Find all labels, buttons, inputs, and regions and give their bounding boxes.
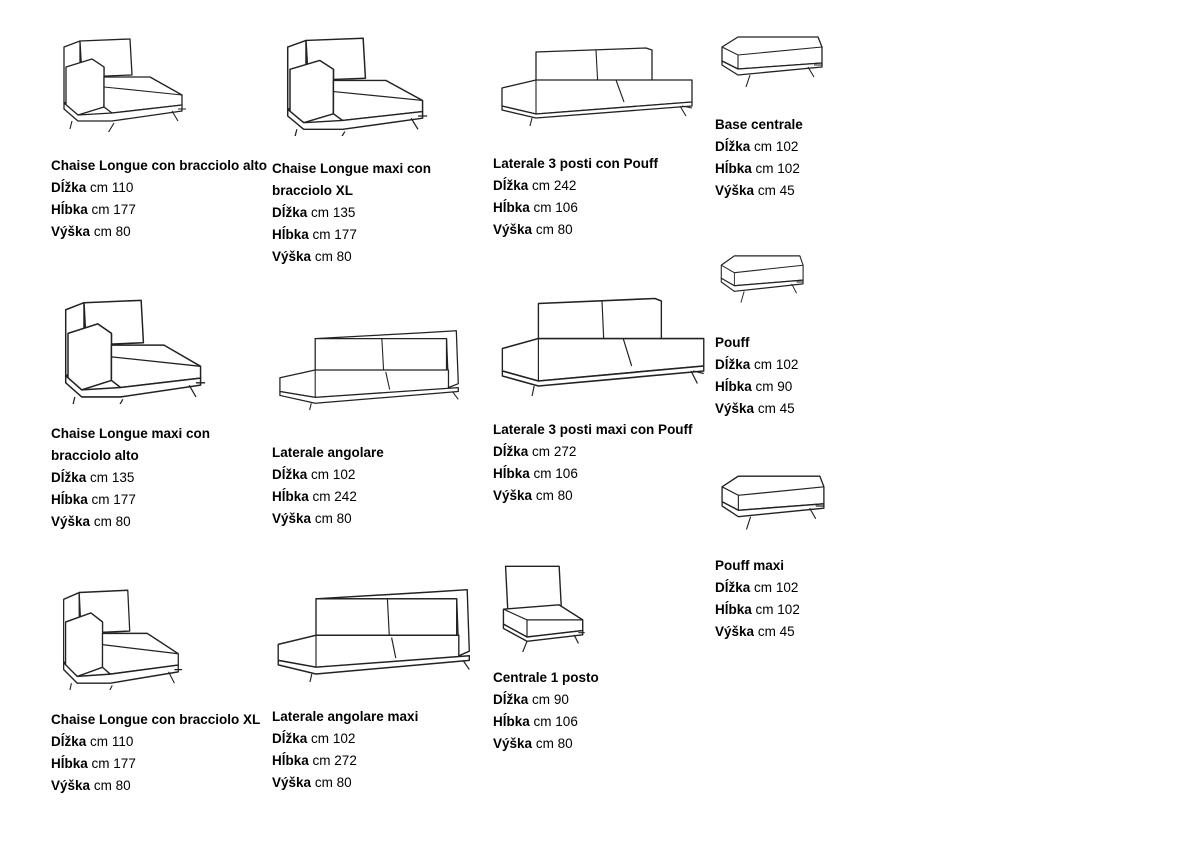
product-side-3-seat-pouf: Laterale 3 posti con Pouff Dĺžka cm 242 … (493, 153, 658, 241)
product-height: Výška cm 80 (272, 775, 352, 790)
product-length: Dĺžka cm 90 (493, 692, 569, 707)
product-length: Dĺžka cm 102 (715, 580, 799, 595)
pouf-icon (718, 254, 808, 310)
product-depth: Hĺbka cm 177 (51, 202, 136, 217)
central-1-seat-icon (498, 562, 586, 652)
product-chaise-longue-xl-arm: Chaise Longue con bracciolo XL Dĺžka cm … (51, 709, 260, 797)
product-name: Laterale 3 posti con Pouff (493, 156, 659, 171)
product-name: Base centrale (715, 117, 803, 132)
product-name-line2: bracciolo XL (272, 183, 354, 198)
product-name: Chaise Longue con bracciolo XL (51, 712, 261, 727)
product-height: Výška cm 80 (51, 778, 131, 793)
product-chaise-longue-maxi-high-arm: Chaise Longue maxi con bracciolo alto Dĺ… (51, 423, 210, 533)
product-depth: Hĺbka cm 90 (715, 379, 793, 394)
product-name: Chaise Longue maxi con (51, 426, 211, 441)
product-corner-side-maxi: Laterale angolare maxi Dĺžka cm 102 Hĺbk… (272, 706, 418, 794)
central-base-icon (718, 34, 828, 96)
product-height: Výška cm 45 (715, 183, 795, 198)
pouf-maxi-icon (718, 474, 830, 538)
product-central-base: Base centrale Dĺžka cm 102 Hĺbka cm 102 … (715, 114, 803, 202)
product-depth: Hĺbka cm 106 (493, 200, 578, 215)
corner-side-maxi-icon (274, 584, 484, 682)
product-central-1-seat: Centrale 1 posto Dĺžka cm 90 Hĺbka cm 10… (493, 667, 599, 755)
product-name: Laterale angolare (272, 445, 384, 460)
product-depth: Hĺbka cm 177 (51, 756, 136, 771)
product-length: Dĺžka cm 102 (715, 139, 799, 154)
product-height: Výška cm 80 (493, 488, 573, 503)
product-height: Výška cm 80 (493, 222, 573, 237)
product-name: Laterale angolare maxi (272, 709, 419, 724)
product-pouf-maxi: Pouff maxi Dĺžka cm 102 Hĺbka cm 102 Výš… (715, 555, 800, 643)
side-3-seat-maxi-pouf-icon (496, 296, 708, 396)
product-name: Centrale 1 posto (493, 670, 599, 685)
chaise-longue-high-arm-icon (52, 32, 192, 132)
product-depth: Hĺbka cm 177 (272, 227, 357, 242)
product-length: Dĺžka cm 110 (51, 734, 134, 749)
product-chaise-longue-high-arm: Chaise Longue con bracciolo alto Dĺžka c… (51, 155, 267, 243)
product-length: Dĺžka cm 135 (51, 470, 135, 485)
product-name: Pouff (715, 335, 750, 350)
product-length: Dĺžka cm 110 (51, 180, 134, 195)
product-depth: Hĺbka cm 106 (493, 466, 578, 481)
product-height: Výška cm 80 (51, 224, 131, 239)
corner-side-icon (276, 322, 472, 414)
product-length: Dĺžka cm 102 (272, 731, 356, 746)
product-length: Dĺžka cm 272 (493, 444, 577, 459)
product-height: Výška cm 80 (493, 736, 573, 751)
chaise-longue-maxi-high-arm-icon (52, 298, 212, 404)
chaise-longue-xl-arm-icon (52, 588, 188, 690)
product-side-3-seat-maxi-pouf: Laterale 3 posti maxi con Pouff Dĺžka cm… (493, 419, 693, 507)
product-name: Chaise Longue con bracciolo alto (51, 158, 268, 173)
product-depth: Hĺbka cm 102 (715, 161, 800, 176)
product-depth: Hĺbka cm 102 (715, 602, 800, 617)
product-name: Chaise Longue maxi con (272, 161, 432, 176)
product-chaise-longue-maxi-xl-arm: Chaise Longue maxi con bracciolo XL Dĺžk… (272, 158, 431, 268)
product-height: Výška cm 80 (272, 249, 352, 264)
product-name: Pouff maxi (715, 558, 785, 573)
product-name: Laterale 3 posti maxi con Pouff (493, 422, 693, 437)
product-length: Dĺžka cm 102 (272, 467, 356, 482)
product-height: Výška cm 45 (715, 401, 795, 416)
product-depth: Hĺbka cm 272 (272, 753, 357, 768)
product-depth: Hĺbka cm 242 (272, 489, 357, 504)
product-depth: Hĺbka cm 177 (51, 492, 136, 507)
product-pouf: Pouff Dĺžka cm 102 Hĺbka cm 90 Výška cm … (715, 332, 798, 420)
product-length: Dĺžka cm 242 (493, 178, 577, 193)
product-height: Výška cm 45 (715, 624, 795, 639)
side-3-seat-pouf-icon (496, 38, 696, 134)
product-name-line2: bracciolo alto (51, 448, 139, 463)
product-depth: Hĺbka cm 106 (493, 714, 578, 729)
product-length: Dĺžka cm 135 (272, 205, 356, 220)
product-length: Dĺžka cm 102 (715, 357, 799, 372)
chaise-longue-maxi-xl-arm-icon (274, 36, 434, 136)
product-height: Výška cm 80 (272, 511, 352, 526)
product-corner-side: Laterale angolare Dĺžka cm 102 Hĺbka cm … (272, 442, 384, 530)
product-height: Výška cm 80 (51, 514, 131, 529)
